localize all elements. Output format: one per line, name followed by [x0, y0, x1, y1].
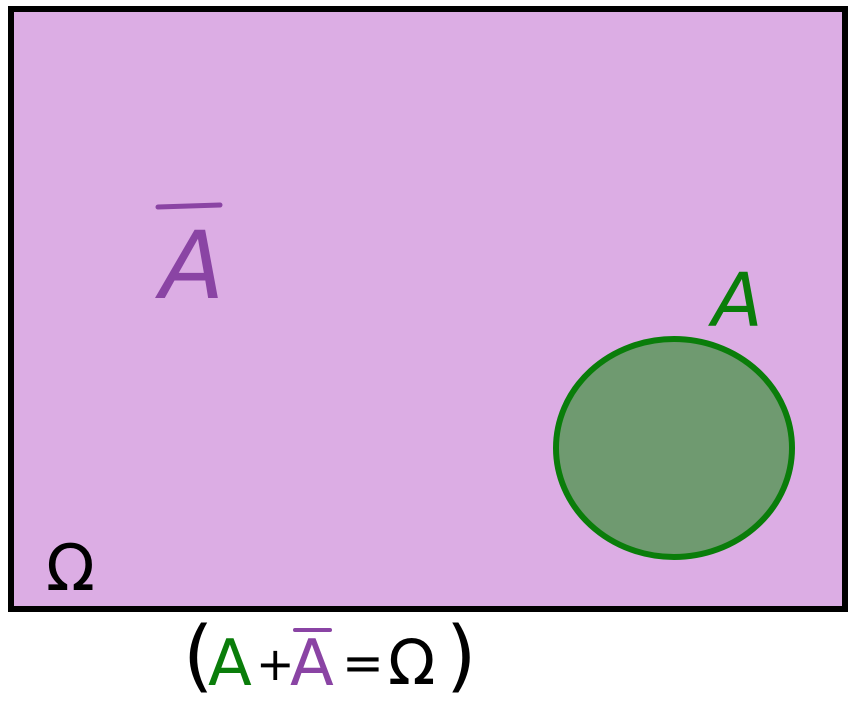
equation-omega: Ω: [388, 626, 435, 699]
equation-equals: =: [342, 634, 384, 692]
universe-label-omega: Ω: [46, 532, 95, 606]
event-a-circle: [553, 336, 795, 560]
complement-label: A: [155, 202, 224, 321]
event-a-label: A: [708, 258, 763, 344]
equation: ( A + A = Ω ): [183, 611, 476, 701]
complement-letter: A: [155, 212, 224, 321]
equation-term-a: A: [208, 627, 252, 701]
complement-overbar: [155, 202, 223, 210]
equation-close-paren: ): [446, 611, 476, 701]
equation-term-a-bar: A: [290, 627, 334, 701]
equation-open-paren: (: [183, 611, 213, 701]
equation-plus: +: [256, 637, 295, 691]
